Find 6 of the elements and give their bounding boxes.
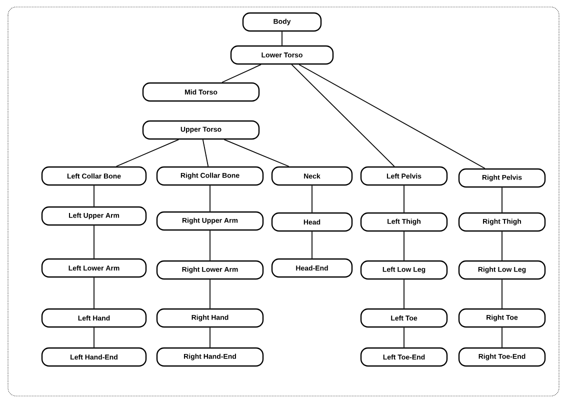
- connector-line: [116, 139, 180, 167]
- connector-line: [202, 139, 209, 167]
- connector-line: [222, 64, 262, 83]
- connector-line: [291, 64, 395, 167]
- connector-line: [298, 64, 486, 169]
- connector-line: [224, 139, 290, 167]
